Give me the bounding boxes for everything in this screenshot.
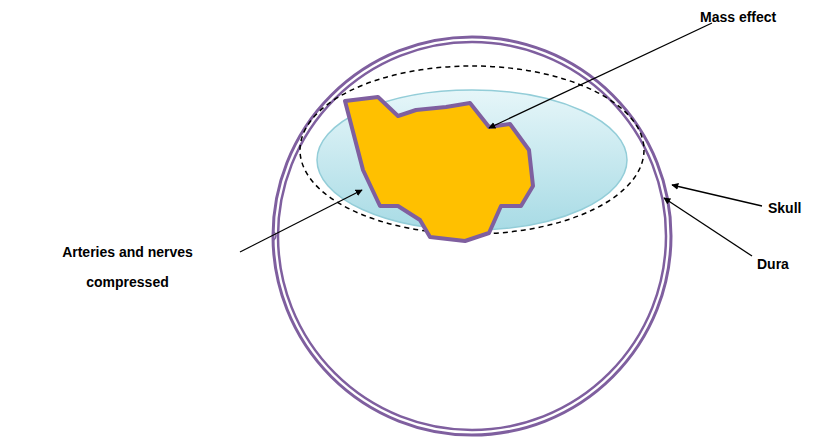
leader-line: [240, 190, 362, 252]
label-holder: Arteries and nerves compressed: [20, 237, 235, 297]
leader-line: [664, 198, 752, 256]
callout-label: Arteries and nerves compressed: [20, 237, 235, 297]
label-holder: Skull: [768, 193, 828, 223]
callout-label: Mass effect: [700, 2, 820, 32]
skull-outline: [273, 37, 671, 435]
leader-line: [489, 23, 712, 128]
callout-label: Skull: [768, 193, 828, 223]
callout-label: Dura: [757, 249, 817, 279]
dura-outline: [278, 42, 666, 430]
mass-lesion: [345, 97, 533, 241]
label-holder: Dura: [757, 249, 817, 279]
leader-line: [672, 185, 762, 206]
label-holder: Mass effect: [700, 2, 820, 32]
